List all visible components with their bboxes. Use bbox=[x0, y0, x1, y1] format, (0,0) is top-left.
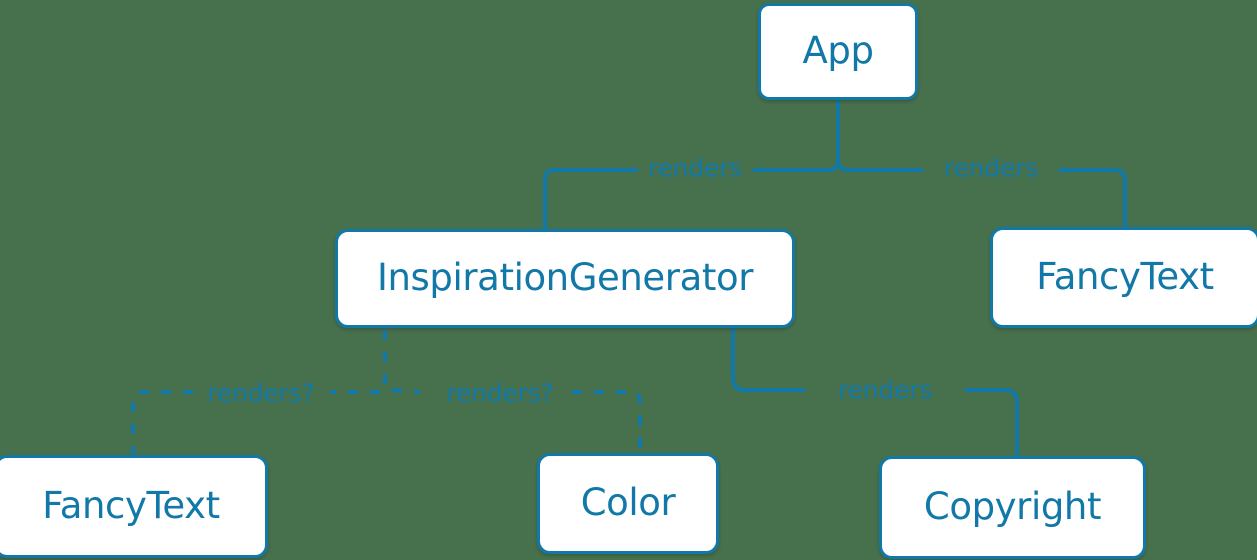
node-app-label: App bbox=[802, 28, 874, 72]
node-color[interactable]: Color bbox=[537, 453, 719, 554]
edge-inspiration-copyright-left bbox=[731, 328, 805, 392]
node-copyright[interactable]: Copyright bbox=[879, 456, 1146, 559]
node-fancytext-right-label: FancyText bbox=[1036, 254, 1214, 298]
edge-label-app-renders-fancytext: renders bbox=[943, 153, 1039, 183]
node-inspirationgenerator-label: InspirationGenerator bbox=[376, 255, 754, 299]
node-fancytext-right[interactable]: FancyText bbox=[990, 227, 1257, 328]
edge-label-app-renders-inspirationgenerator: renders bbox=[647, 153, 743, 183]
node-color-label: Color bbox=[580, 480, 676, 524]
edge-inspiration-color-dashed bbox=[391, 388, 642, 453]
edge-label-inspirationgenerator-renders-color: renders? bbox=[446, 378, 554, 408]
node-fancytext-bottom[interactable]: FancyText bbox=[0, 455, 268, 558]
edge-app-fancytext-right bbox=[1059, 168, 1127, 227]
edge-label-inspirationgenerator-renders-copyright: renders bbox=[837, 375, 933, 405]
node-app[interactable]: App bbox=[758, 3, 918, 100]
edge-app-stem bbox=[836, 100, 923, 172]
node-fancytext-bottom-label: FancyText bbox=[42, 483, 220, 527]
edge-app-to-inspiration bbox=[753, 159, 840, 172]
edge-label-inspirationgenerator-renders-fancytext: renders? bbox=[207, 378, 315, 408]
node-inspirationgenerator[interactable]: InspirationGenerator bbox=[335, 229, 795, 328]
edge-inspiration-copyright-right bbox=[965, 388, 1019, 456]
node-copyright-label: Copyright bbox=[923, 484, 1102, 528]
edge-app-inspiration-left bbox=[543, 168, 638, 229]
edge-inspiration-fancytext-dashed bbox=[131, 390, 380, 455]
